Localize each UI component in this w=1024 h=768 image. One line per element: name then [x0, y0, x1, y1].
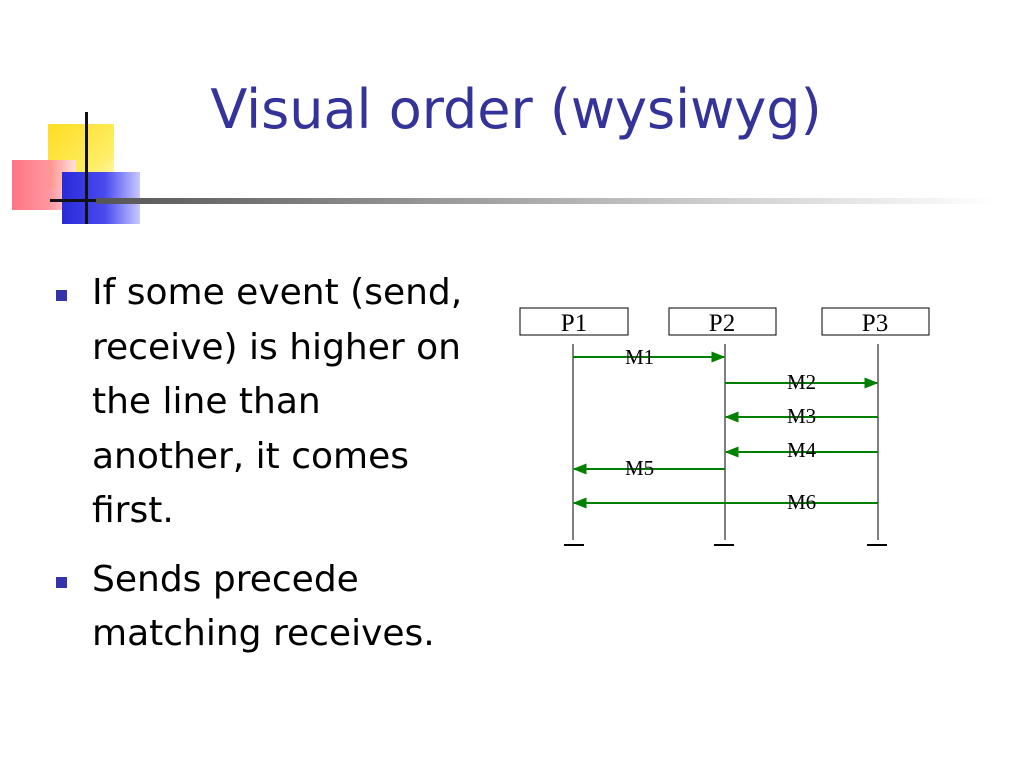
process-label-p2: P2: [709, 310, 735, 337]
bullet-text: If some event (send, receive) is higher …: [92, 272, 463, 531]
process-label-p3: P3: [862, 310, 888, 337]
message-label-m1: M1: [625, 345, 654, 369]
bullet-text: Sends precede matching receives.: [92, 558, 435, 655]
message-label-m4: M4: [787, 438, 817, 462]
message-label-m5: M5: [625, 456, 654, 480]
message-label-m3: M3: [787, 404, 816, 428]
message-label-m2: M2: [787, 370, 816, 394]
bullet-item: Sends precede matching receives.: [54, 553, 474, 662]
sequence-diagram: P1 P2 P3 M1 M2 M3 M4 M5 M6: [519, 307, 930, 546]
process-box-p1: [519, 307, 629, 336]
bullet-square-icon: [56, 290, 67, 301]
slide-title: Visual order (wysiwyg): [210, 78, 822, 141]
process-box-p2: [668, 307, 777, 336]
message-label-m6: M6: [787, 490, 816, 514]
bullet-square-icon: [56, 576, 67, 588]
logo-vertical-line: [85, 112, 88, 224]
logo-horizontal-line: [50, 199, 98, 202]
process-label-p1: P1: [561, 310, 587, 337]
bullet-item: If some event (send, receive) is higher …: [54, 266, 474, 539]
bullet-list: If some event (send, receive) is higher …: [54, 266, 474, 676]
title-divider: [96, 198, 996, 204]
process-box-p3: [821, 307, 930, 336]
